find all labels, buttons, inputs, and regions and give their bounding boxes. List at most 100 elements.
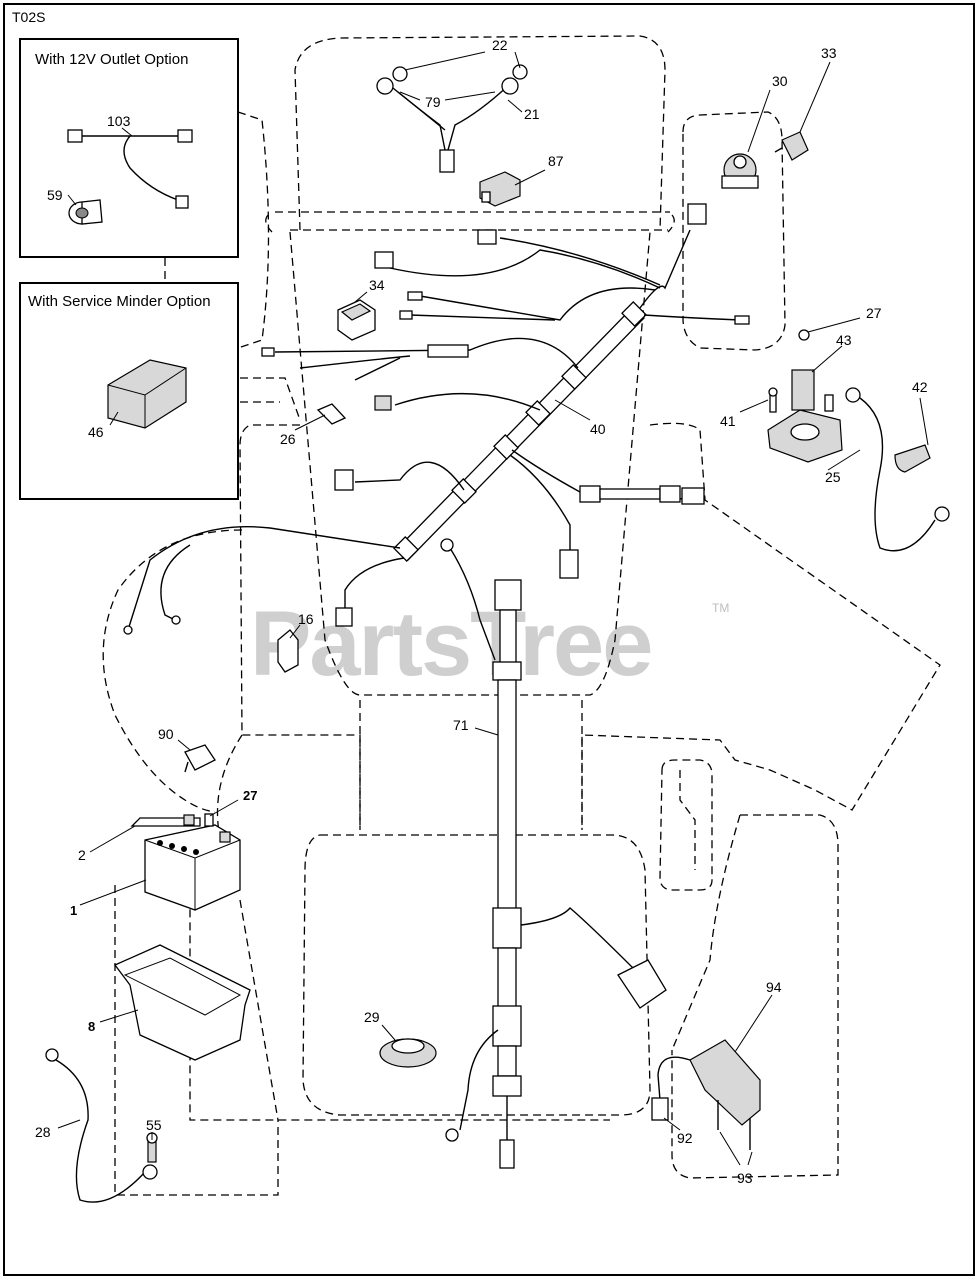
drawing-code: T02S xyxy=(12,9,45,25)
option-box-12v: With 12V Outlet Option xyxy=(19,38,239,258)
boot-42 xyxy=(894,444,931,473)
cable-28-wire xyxy=(55,1059,146,1203)
leader-71 xyxy=(474,727,499,736)
bolt-41 xyxy=(769,393,777,413)
harness-71-switch-plug xyxy=(617,959,667,1009)
callout-87: 87 xyxy=(548,153,564,169)
leader-103 xyxy=(121,127,133,137)
harness-71-sleeve-3 xyxy=(492,1005,522,1047)
headlight-bulb-right xyxy=(501,77,519,95)
callout-26: 26 xyxy=(280,431,296,447)
callout-41: 41 xyxy=(720,413,736,429)
leader-22b xyxy=(514,51,521,69)
callout-93: 93 xyxy=(737,1170,753,1186)
headlight-connector xyxy=(439,149,455,173)
harness-71-branch-ground xyxy=(459,1029,499,1131)
cable-25-terminal-a xyxy=(845,387,861,403)
harness-terminal-mid xyxy=(407,291,423,301)
callout-21: 21 xyxy=(524,106,540,122)
callout-103: 103 xyxy=(107,113,131,129)
leader-41 xyxy=(739,399,769,413)
harness-plug-solenoid xyxy=(559,549,579,579)
switch-rocker xyxy=(340,303,372,321)
hood-outline xyxy=(294,35,666,231)
option-box-12v-title: With 12V Outlet Option xyxy=(35,51,188,68)
leader-34 xyxy=(354,291,368,303)
relay-87 xyxy=(479,171,521,207)
tray-body xyxy=(113,944,251,1061)
harness-branch-16 xyxy=(344,557,405,610)
harness-71-connector xyxy=(494,579,522,611)
harness-71 xyxy=(440,538,667,1169)
callout-40: 40 xyxy=(590,421,606,437)
right-rear-outline xyxy=(671,814,839,1179)
callout-22: 22 xyxy=(492,37,508,53)
battery-well-inner xyxy=(239,899,279,1121)
callout-94: 94 xyxy=(766,979,782,995)
leader-22a xyxy=(404,51,486,71)
harness-sleeve-6 xyxy=(393,536,419,562)
connector-92 xyxy=(651,1097,669,1121)
leader-90 xyxy=(177,739,191,751)
harness-71-ground-terminal xyxy=(440,538,454,552)
diode-leg xyxy=(184,761,189,773)
leader-33 xyxy=(799,61,831,133)
callout-1: 1 xyxy=(70,903,77,918)
leader-16 xyxy=(289,624,301,639)
left-fender-upper xyxy=(237,111,270,349)
harness-plug-ignition xyxy=(687,203,707,225)
callout-59: 59 xyxy=(47,187,63,203)
callout-55: 55 xyxy=(146,1117,162,1133)
harness-71-end-plug xyxy=(499,1139,515,1169)
leader-1 xyxy=(79,879,147,906)
trademark: TM xyxy=(712,601,729,615)
dash-corner-right xyxy=(667,214,675,233)
right-body-outline xyxy=(581,422,941,830)
shift-gate xyxy=(659,759,713,891)
harness-plug-seat xyxy=(374,395,392,411)
leader-42 xyxy=(919,397,929,446)
leader-43 xyxy=(811,345,843,373)
outlet-harness-plug-end xyxy=(175,195,189,209)
headlight-wire-right xyxy=(447,83,511,151)
service-minder-edges xyxy=(107,367,187,428)
harness-71-trunk-2 xyxy=(497,947,517,1009)
horn-face xyxy=(391,1038,425,1054)
headlight-bulb-right-2 xyxy=(512,64,528,80)
harness-plug-top xyxy=(477,229,497,245)
harness-terminal-mid-2 xyxy=(399,310,413,320)
nut-27b xyxy=(204,813,214,827)
harness-71-trunk-3 xyxy=(497,1045,517,1077)
harness-sleeve-left xyxy=(427,344,469,358)
left-step-1 xyxy=(240,377,301,421)
callout-43: 43 xyxy=(836,332,852,348)
leader-27b xyxy=(209,799,239,817)
callout-71: 71 xyxy=(453,717,469,733)
battery-cell-1 xyxy=(157,840,163,846)
watermark: PartsTree xyxy=(250,593,651,695)
bolt-2 xyxy=(130,817,201,827)
leader-30 xyxy=(747,89,771,153)
nut-27 xyxy=(798,329,810,341)
leader-59 xyxy=(67,194,77,206)
harness-branch-left-2 xyxy=(299,355,411,369)
leader-92 xyxy=(663,1117,681,1131)
leader-40 xyxy=(554,399,591,421)
ignition-key-blade xyxy=(774,147,783,153)
callout-29: 29 xyxy=(364,1009,380,1025)
harness-sleeve-4 xyxy=(493,434,519,460)
harness-sleeve-5 xyxy=(451,478,477,504)
harness-71-neck xyxy=(499,609,517,666)
outlet-harness-plug-right xyxy=(177,129,193,143)
diode-90 xyxy=(184,744,216,773)
harness-branch-pto xyxy=(354,461,465,491)
leader-8 xyxy=(99,1009,139,1023)
right-fender-upper xyxy=(682,111,786,351)
fuse-body xyxy=(316,403,347,425)
harness-branch-left xyxy=(274,337,579,369)
solenoid-43 xyxy=(767,329,950,552)
callout-33: 33 xyxy=(821,45,837,61)
callout-25: 25 xyxy=(825,469,841,485)
battery-wire-terminal xyxy=(123,625,133,635)
